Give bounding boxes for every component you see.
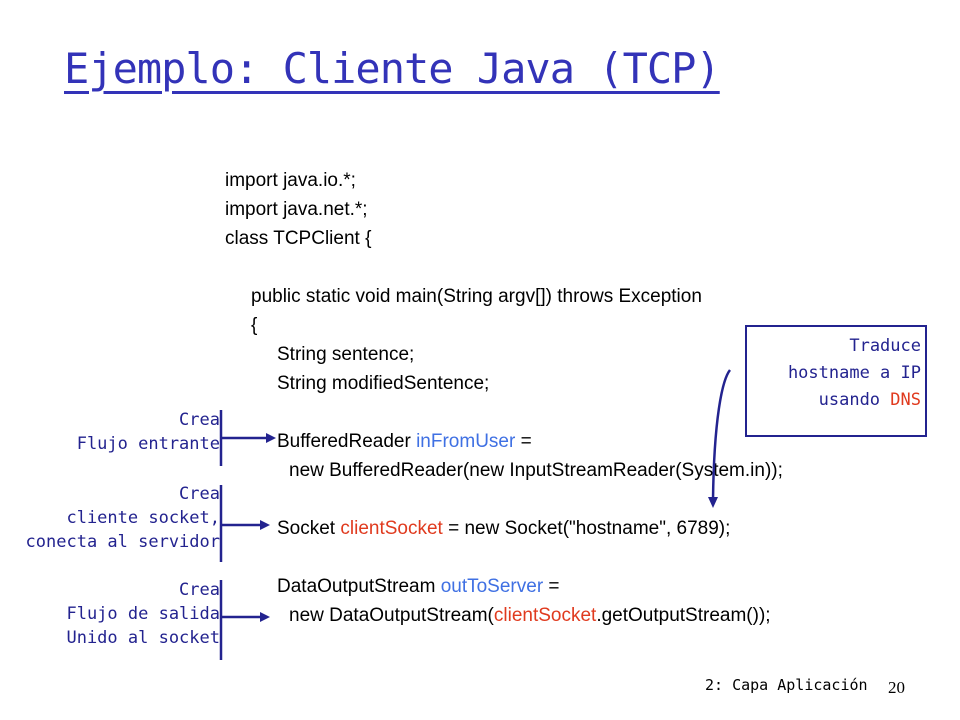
identifier-outtoserver: outToServer: [440, 576, 544, 597]
callout-dns-keyword: DNS: [890, 390, 921, 410]
code-token: new DataOutputStream(: [289, 605, 494, 626]
code-line-import-net: import java.net.*;: [225, 199, 368, 220]
code-line-open-brace: {: [251, 315, 258, 336]
annotation-line: Crea: [179, 410, 220, 430]
code-line-bufferedreader: BufferedReader inFromUser =: [277, 430, 532, 454]
annotation-line: Flujo entrante: [76, 434, 220, 454]
footer-chapter-label: 2: Capa Aplicación: [705, 676, 868, 694]
code-token: =: [543, 576, 560, 597]
arrowhead-client-socket: [260, 520, 270, 530]
code-line-sentence: String sentence;: [277, 344, 415, 365]
page-number: 20: [888, 678, 905, 697]
code-token: BufferedReader: [277, 431, 417, 452]
code-line-class-decl: class TCPClient {: [225, 228, 372, 249]
code-token: = new Socket("hostname", 6789);: [442, 518, 731, 539]
arrowhead-input-stream: [266, 433, 276, 443]
arrowhead-dns: [708, 497, 718, 508]
annotation-line: Flujo de salida: [66, 604, 220, 624]
arrowhead-output-stream: [260, 612, 270, 622]
callout-token: usando: [818, 390, 891, 410]
callout-text: Traduce hostname a IP usando DNS: [788, 333, 921, 414]
code-line-socket: Socket clientSocket = new Socket("hostna…: [277, 517, 730, 541]
annotation-line: Unido al socket: [66, 628, 220, 648]
slide-title: Ejemplo: Cliente Java (TCP): [64, 44, 721, 93]
code-token: DataOutputStream: [277, 576, 441, 597]
code-line-dataoutputstream: DataOutputStream outToServer =: [277, 575, 560, 599]
callout-box-dns: Traduce hostname a IP usando DNS: [745, 325, 927, 437]
code-line-main-signature: public static void main(String argv[]) t…: [251, 286, 702, 307]
identifier-infromuser: inFromUser: [416, 431, 516, 452]
annotation-line: conecta al servidor: [25, 532, 220, 552]
identifier-clientsocket: clientSocket: [493, 605, 597, 626]
code-line-new-dataoutputstream: new DataOutputStream(clientSocket.getOut…: [289, 604, 771, 628]
annotation-line: Crea: [179, 484, 220, 504]
identifier-clientsocket: clientSocket: [340, 518, 443, 539]
annotation-line: cliente socket,: [66, 508, 220, 528]
callout-line: usando DNS: [788, 387, 921, 414]
callout-line: hostname a IP: [787, 363, 921, 383]
callout-line: Traduce: [849, 336, 921, 356]
code-token: .getOutputStream());: [596, 605, 771, 626]
code-line-import-io: import java.io.*;: [225, 170, 356, 191]
code-token: Socket: [277, 518, 341, 539]
code-token: =: [515, 431, 532, 452]
annotation-line: Crea: [179, 580, 220, 600]
code-line-modified-sentence: String modifiedSentence;: [277, 373, 490, 394]
code-line-new-bufferedreader: new BufferedReader(new InputStreamReader…: [289, 460, 783, 481]
annotation-client-socket: Crea cliente socket, conecta al servidor: [26, 482, 220, 554]
